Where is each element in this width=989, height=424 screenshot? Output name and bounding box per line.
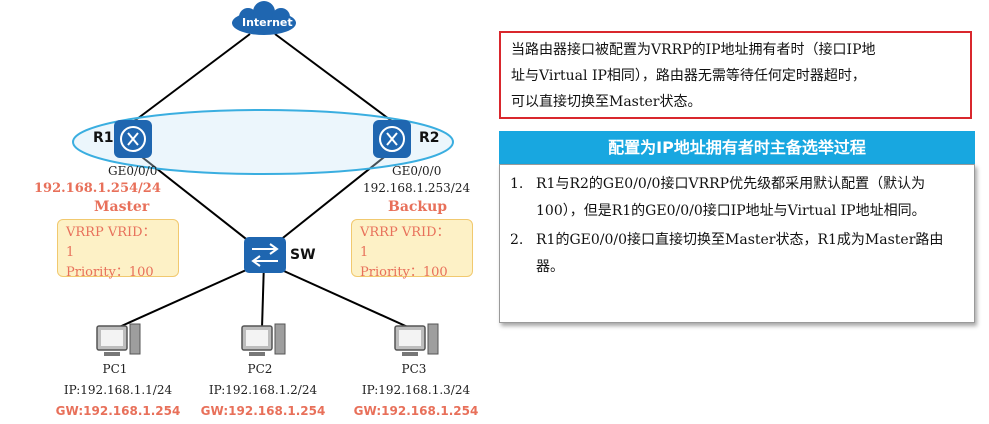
internet-label: Internet: [242, 16, 293, 29]
r1-vrrp-vrid-value: 1: [66, 245, 75, 260]
network-diagram: Internet R1 R2 SW GE0/0/0 192.168.1.254/…: [0, 0, 490, 424]
r2-role: Backup: [388, 199, 448, 215]
r1-ip: 192.168.1.254/24: [34, 181, 161, 196]
link-r1-sw: [132, 149, 265, 254]
pc1-name: PC1: [102, 362, 128, 376]
r2-vrrp-priority: Priority：100: [360, 265, 448, 280]
step-text: R1与R2的GE0/0/0接口VRRP优先级都采用默认配置（默认为100），但是…: [536, 176, 926, 219]
pc1-gw: GW:192.168.1.254: [55, 404, 181, 418]
internet-cloud-icon: [232, 1, 296, 35]
r1-role: Master: [94, 199, 150, 215]
process-steps: 1. R1与R2的GE0/0/0接口VRRP优先级都采用默认配置（默认为100）…: [499, 164, 975, 323]
router-r1-icon: [114, 120, 152, 158]
step-number: 2.: [510, 232, 524, 248]
note-line-1: 当路由器接口被配置为VRRP的IP地址拥有者时（接口IP地: [511, 42, 876, 58]
pc3-ip: IP:192.168.1.3/24: [361, 383, 471, 397]
note-line-3: 可以直接切换至Master状态。: [511, 94, 702, 110]
sw-name: SW: [290, 247, 316, 263]
pc2-name: PC2: [247, 362, 273, 376]
pc1-ip: IP:192.168.1.1/24: [63, 383, 173, 397]
pc2-gw: GW:192.168.1.254: [200, 404, 326, 418]
pc3-icon: [394, 323, 439, 356]
process-title: 配置为IP地址拥有者时主备选举过程: [499, 131, 975, 164]
link-sw-pc1: [116, 261, 265, 329]
r2-vrrp-vrid-value: 1: [360, 245, 369, 260]
vrrp-group-ellipse: [72, 109, 454, 175]
diagram-canvas: [72, 1, 454, 356]
pc2-icon: [241, 323, 286, 356]
r2-interface: GE0/0/0: [392, 164, 442, 178]
pc3-name: PC3: [401, 362, 427, 376]
process-step: 1. R1与R2的GE0/0/0接口VRRP优先级都采用默认配置（默认为100）…: [510, 171, 964, 225]
link-internet-r1: [132, 33, 251, 123]
r2-ip: 192.168.1.253/24: [363, 181, 471, 195]
r2-name: R2: [419, 130, 440, 146]
r2-vrrp-box: VRRP VRID： 1 Priority：100: [351, 219, 473, 280]
pc1-icon: [96, 323, 141, 356]
step-text: R1的GE0/0/0接口直接切换至Master状态，R1成为Master路由器。: [536, 232, 944, 275]
pc3-gw: GW:192.168.1.254: [353, 404, 479, 418]
link-sw-pc3: [263, 261, 411, 329]
r1-interface: GE0/0/0: [108, 164, 158, 178]
r1-name: R1: [93, 130, 114, 146]
process-step: 2. R1的GE0/0/0接口直接切换至Master状态，R1成为Master路…: [510, 227, 964, 281]
switch-icon: [244, 237, 286, 273]
r1-vrrp-vrid-label: VRRP VRID：: [66, 225, 156, 240]
link-r2-sw: [263, 149, 394, 254]
link-internet-r2: [274, 33, 394, 123]
r2-vrrp-vrid-label: VRRP VRID：: [360, 225, 450, 240]
step-number: 1.: [510, 176, 524, 192]
router-r2-icon: [373, 120, 411, 158]
pc2-ip: IP:192.168.1.2/24: [208, 383, 318, 397]
r1-vrrp-priority: Priority：100: [66, 265, 154, 280]
note-line-2: 址与Virtual IP相同），路由器无需等待任何定时器超时，: [511, 68, 866, 84]
election-process-panel: 配置为IP地址拥有者时主备选举过程 1. R1与R2的GE0/0/0接口VRRP…: [499, 131, 975, 323]
r1-vrrp-box: VRRP VRID： 1 Priority：100: [57, 219, 179, 280]
ip-owner-note: 当路由器接口被配置为VRRP的IP地址拥有者时（接口IP地 址与Virtual …: [499, 31, 972, 119]
